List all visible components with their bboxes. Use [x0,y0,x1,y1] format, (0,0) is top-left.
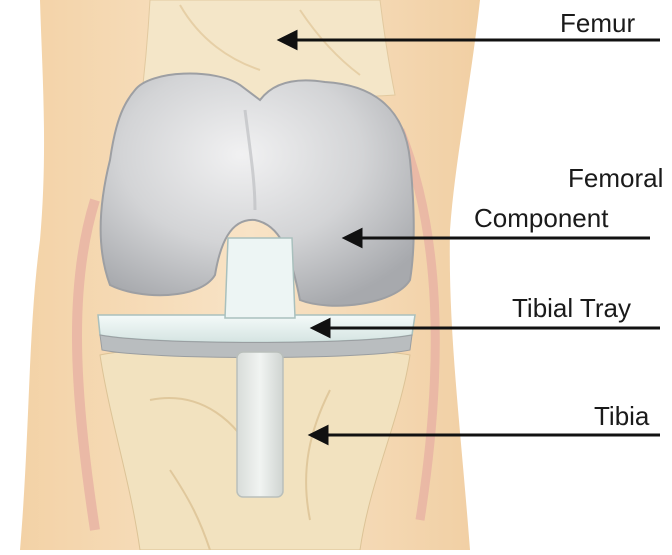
label-tibia: Tibia [594,403,649,429]
tibial-stem [237,352,283,497]
label-femur: Femur [560,10,635,36]
label-femoral-line1: Femoral [568,165,663,191]
label-tibial-tray: Tibial Tray [512,295,631,321]
label-femoral-line2: Component [474,205,608,231]
tibial-tray-post [225,238,295,318]
